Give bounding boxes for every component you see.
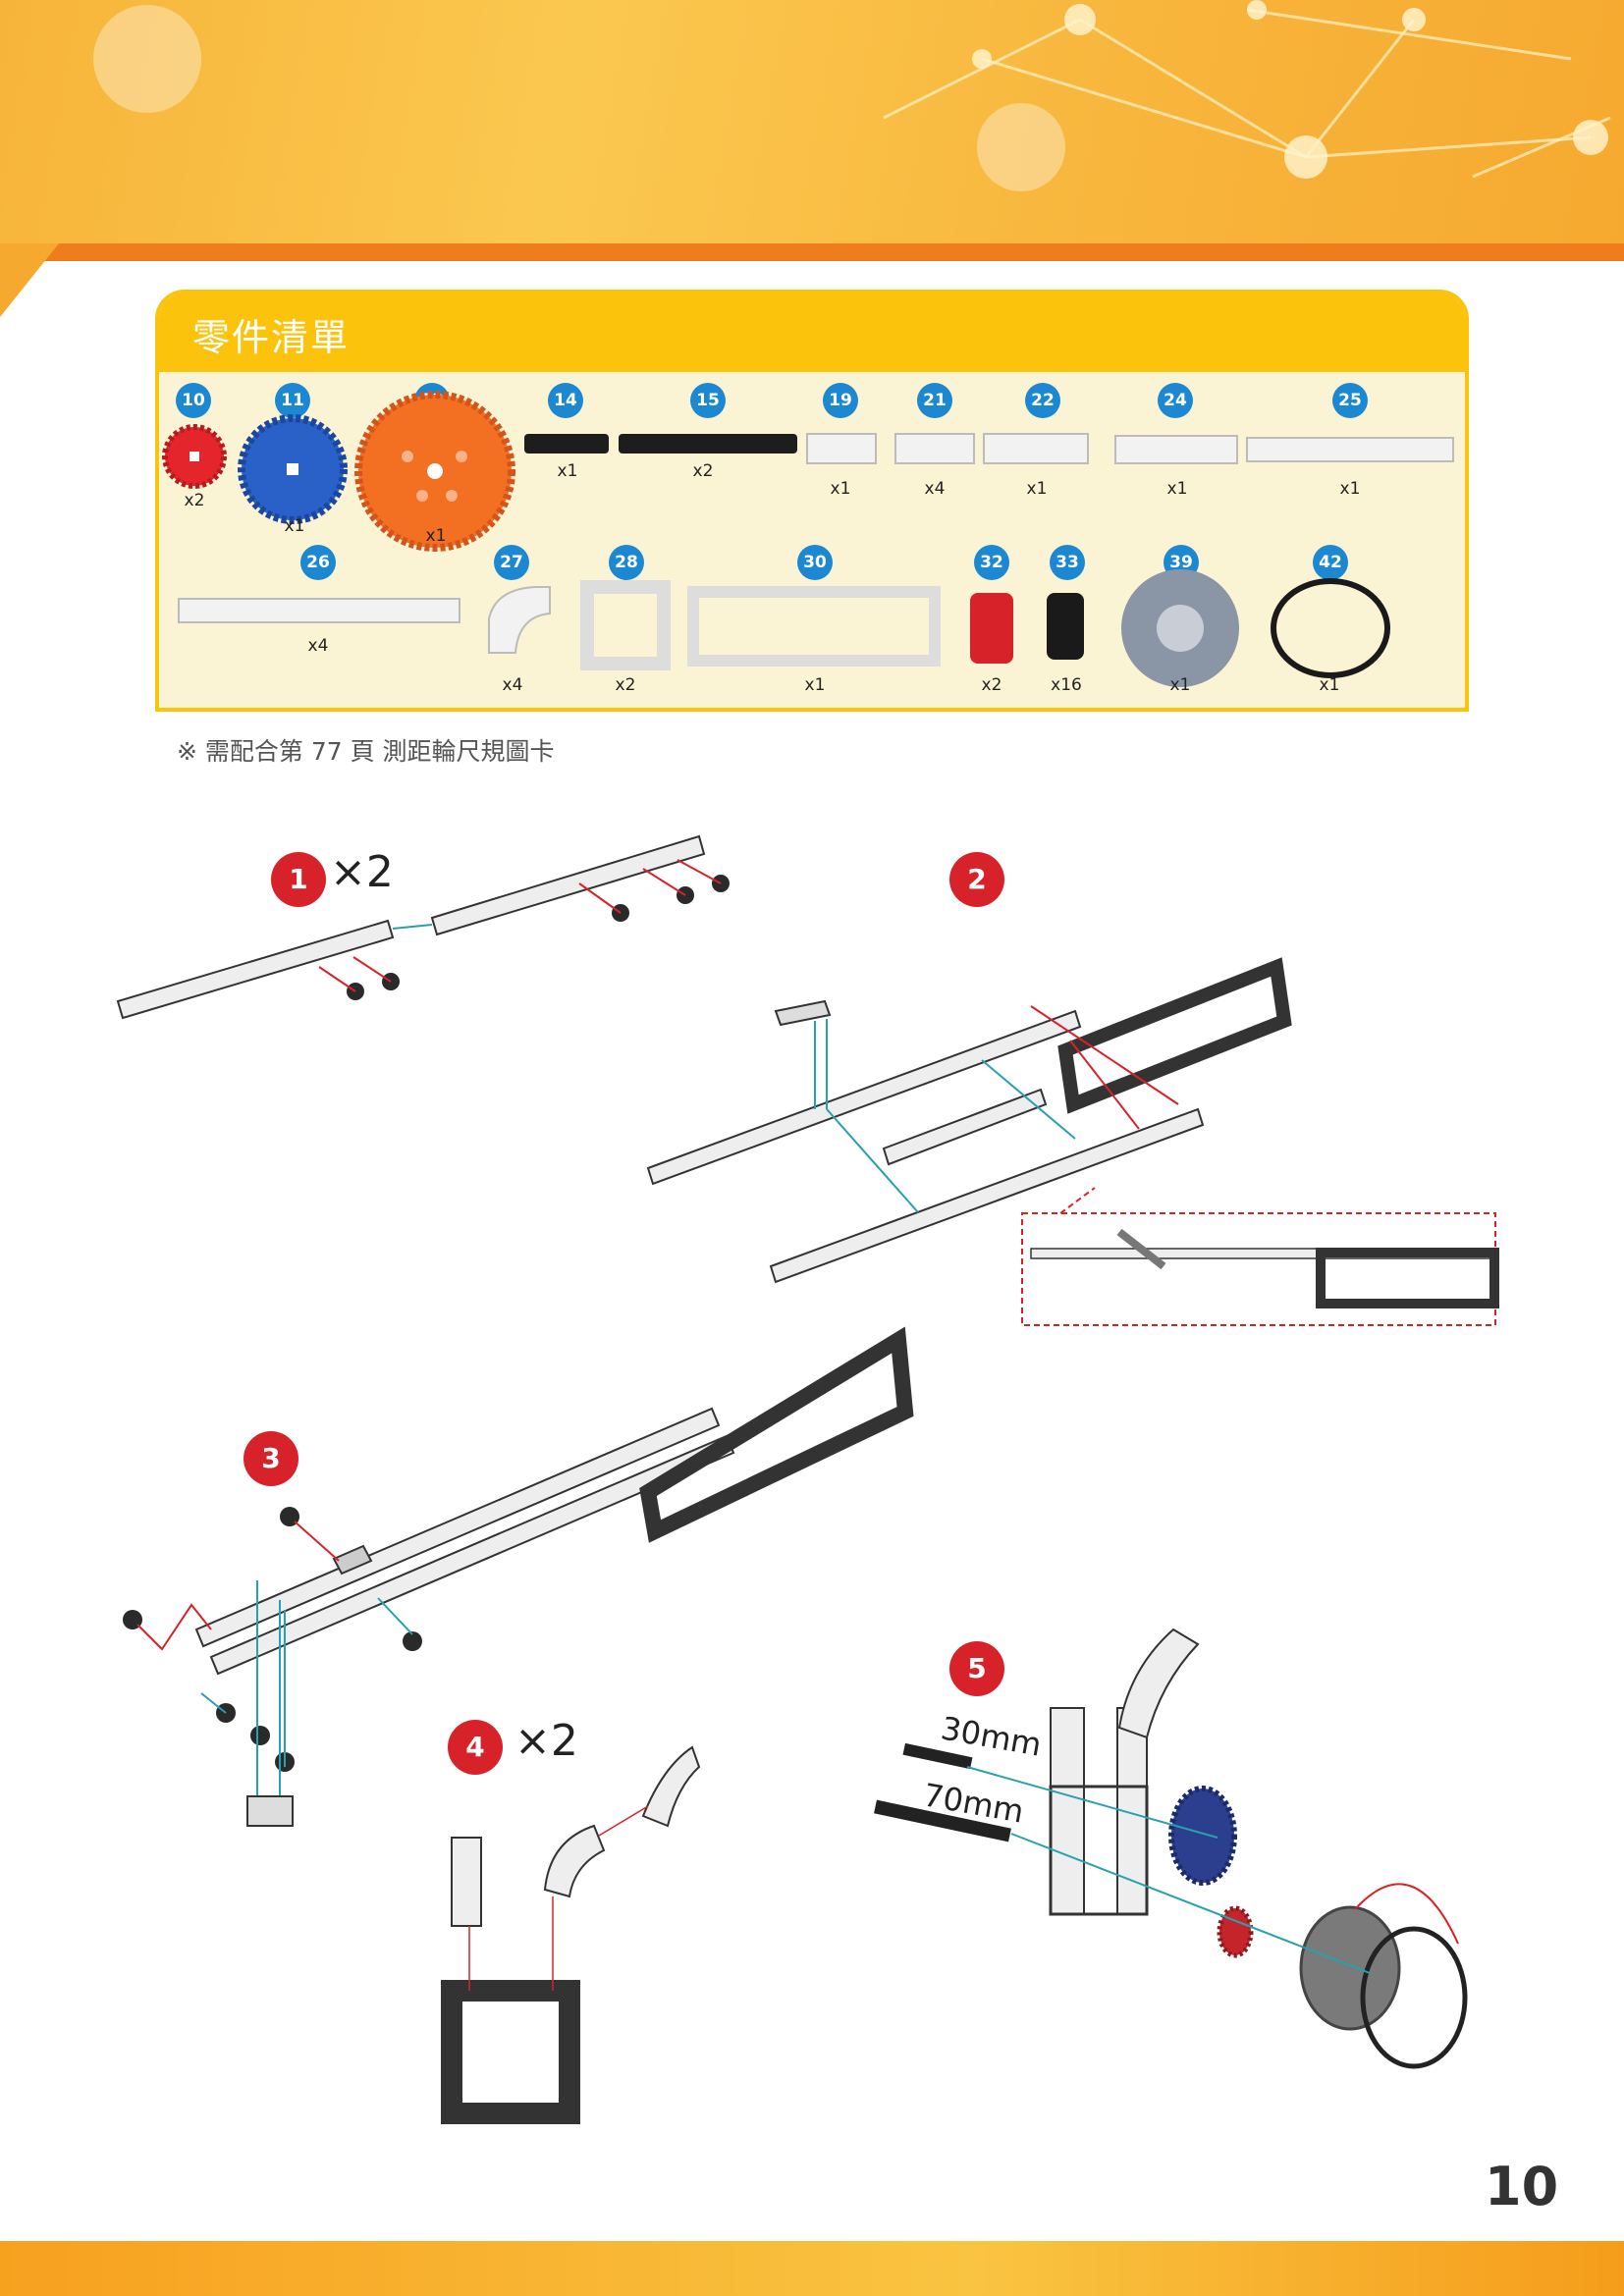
step-5-badge: 5: [949, 1641, 1004, 1696]
parts-list-header: 零件清單: [159, 294, 1465, 372]
part-number-badge: 21: [917, 383, 952, 418]
part-quantity: x2: [615, 675, 636, 695]
part-number-badge: 42: [1313, 545, 1348, 580]
step-4-badge: 4: [448, 1720, 503, 1775]
part-number-badge: 10: [176, 383, 211, 418]
step-1-multiplier: ×2: [330, 847, 394, 897]
grey-wheel-disc-icon: [1121, 569, 1239, 687]
step-3-badge: 3: [244, 1431, 298, 1486]
part-number-badge: 15: [690, 383, 726, 418]
part-number-badge: 11: [275, 383, 310, 418]
part-number-badge: 19: [823, 383, 858, 418]
part-quantity: x2: [692, 461, 714, 481]
header-network-decoration: [93, 0, 1611, 191]
part-number-badge: 33: [1050, 545, 1085, 580]
step-1-illustration: [116, 834, 730, 1020]
part-number-badge: 30: [797, 545, 833, 580]
note-text: ※ 需配合第 77 頁 測距輪尺規圖卡: [177, 737, 555, 766]
header-orange-band: [0, 243, 1624, 261]
white-curved-connector-icon: [488, 586, 551, 654]
part-quantity: x1: [830, 479, 851, 499]
step-4-illustration: [441, 1745, 701, 2124]
white-beam-long-icon: [1246, 437, 1454, 462]
part-quantity: x1: [425, 526, 447, 546]
page-number: 10: [1485, 2156, 1559, 2217]
red-small-gear-icon: [162, 424, 227, 489]
step-2-badge: 2: [949, 852, 1004, 907]
part-quantity: x4: [924, 479, 946, 499]
white-beam-notched-icon: [1114, 435, 1238, 464]
part-quantity: x1: [804, 675, 826, 695]
footer-band: [0, 2241, 1624, 2296]
part-number-badge: 28: [609, 545, 644, 580]
part-quantity: x2: [184, 491, 205, 510]
part-number-badge: 27: [494, 545, 529, 580]
part-number-badge: 22: [1025, 383, 1060, 418]
white-connector-icon: [894, 433, 975, 464]
header-corner-fold: [0, 243, 59, 317]
long-black-axle-icon: [619, 434, 797, 454]
header-banner: [0, 0, 1624, 255]
part-quantity: x1: [1169, 675, 1191, 695]
part-quantity: x1: [1026, 479, 1048, 499]
part-quantity: x1: [557, 461, 578, 481]
step-3-illustration: [123, 1326, 914, 1827]
part-number-badge: 32: [974, 545, 1009, 580]
black-rubber-ring-icon: [1271, 578, 1390, 678]
orange-large-gear-icon: [354, 391, 515, 552]
part-number-badge: 25: [1332, 383, 1368, 418]
white-beam-medium-icon: [983, 433, 1089, 464]
white-beam-extra-long-icon: [178, 598, 460, 623]
step-5-illustration: [874, 1628, 1468, 2069]
red-bushing-icon: [970, 593, 1013, 664]
step-1-badge: 1: [271, 852, 326, 907]
black-bushing-icon: [1047, 593, 1084, 660]
part-number-badge: 14: [548, 383, 583, 418]
white-beam-short-icon: [806, 433, 877, 464]
part-number-badge: 26: [300, 545, 336, 580]
part-quantity: x2: [981, 675, 1002, 695]
white-square-frame-icon: [580, 580, 671, 670]
part-quantity: x1: [284, 516, 305, 536]
part-number-badge: 24: [1158, 383, 1193, 418]
part-quantity: x4: [502, 675, 523, 695]
step-2-illustration: [646, 957, 1499, 1326]
part-quantity: x16: [1051, 675, 1082, 695]
step-4-multiplier: ×2: [514, 1716, 578, 1766]
part-quantity: x4: [307, 636, 329, 656]
part-quantity: x1: [1166, 479, 1188, 499]
parts-list-title: 零件清單: [192, 316, 351, 359]
part-quantity: x1: [1319, 675, 1340, 695]
blue-gear-icon: [238, 414, 348, 524]
part-quantity: x1: [1339, 479, 1361, 499]
short-black-axle-icon: [524, 434, 609, 454]
white-long-frame-icon: [687, 586, 941, 667]
